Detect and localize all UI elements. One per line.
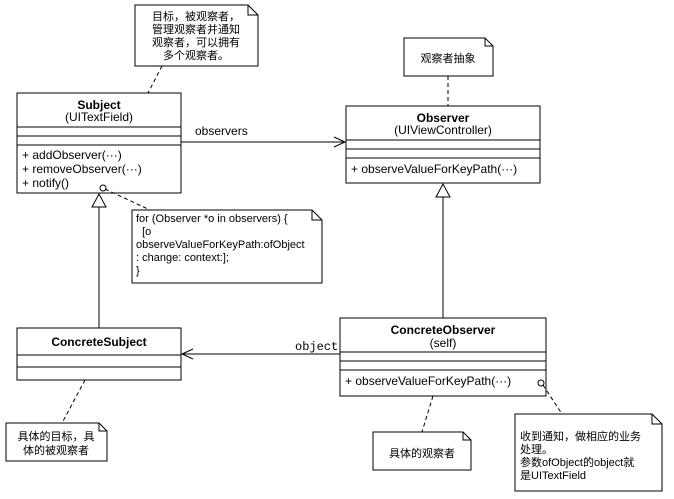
observer-note: 观察者抽象 [403,37,494,77]
concrete-observer-class: ConcreteObserver (self) + observeValueFo… [339,317,547,397]
concrete-observer-box [339,317,547,397]
subject-class: Subject (UITextField) + addObserver(···)… [16,92,182,194]
inheritance-arrow [91,192,107,208]
note-anchor-circle [99,184,107,192]
subject-note-line: 目标，被观察者， [152,9,240,23]
subject-method: + addObserver(···) [22,148,122,162]
subject-note: 目标，被观察者， 管理观察者并通知 观察者，可以拥有 多个观察者。 [134,4,259,67]
object-association: object [180,340,340,360]
notify-note-line: : change: context:]; [136,252,229,264]
subject-note-line: 多个观察者。 [163,48,229,62]
concrete-subject-note-line: 体的被观察者 [23,443,89,457]
subject-note-connector [147,65,163,94]
concrete-subject-class: ConcreteSubject [16,327,182,381]
note-anchor-circle [537,379,545,387]
subject-note-line: 管理观察者并通知 [152,22,240,36]
inheritance-arrow [435,182,451,198]
callback-note: 收到通知，做相应的业务 处理。 参数ofObject的object就 是UITe… [514,413,663,492]
notify-note-line: [o [136,226,151,238]
callback-note-line: 处理。 [520,443,553,456]
notify-note-connector [104,188,151,211]
concrete-observer-stereotype: (self) [430,336,457,350]
observers-label: observers [195,124,248,138]
callback-note-line: 收到通知，做相应的业务 [520,429,641,443]
notify-note-line: observeValueForKeyPath:ofObject [136,239,305,251]
concrete-subject-note-line: 具体的目标，具 [18,429,95,443]
callback-note-line: 是UITextField [520,469,586,482]
observers-association: observers [181,124,347,148]
object-label: object [295,340,338,354]
subject-method: + notify() [22,176,69,190]
subject-note-line: 观察者，可以拥有 [152,35,240,49]
concrete-observer-note-connector [421,395,434,433]
concrete-observer-method: + observeValueForKeyPath(···) [345,374,511,388]
subject-name: Subject [77,98,120,112]
subject-method: + removeObserver(···) [22,162,142,176]
notify-note: for (Observer *o in observers) { [o obse… [131,209,323,284]
concrete-subject-name: ConcreteSubject [51,335,146,349]
callback-note-connector [542,384,563,415]
concrete-subject-note-connector [61,379,86,424]
callback-note-line: 参数ofObject的object就 [520,455,634,469]
observer-name: Observer [417,111,470,125]
observer-method: + observeValueForKeyPath(···) [351,162,517,176]
concrete-observer-name: ConcreteObserver [391,323,496,337]
concrete-observer-note-text: 具体的观察者 [389,446,455,460]
observer-generalization [435,182,451,318]
concrete-observer-note: 具体的观察者 [372,431,472,471]
observer-class: Observer (UIViewController) + observeVal… [345,105,541,184]
notify-note-line: for (Observer *o in observers) { [136,213,288,225]
concrete-subject-note: 具体的目标，具 体的被观察者 [5,422,108,462]
subject-box [16,92,182,194]
observer-note-text: 观察者抽象 [421,51,476,65]
observer-stereotype: (UIViewController) [394,123,492,137]
subject-generalization [91,192,107,328]
notify-note-line: } [136,265,140,277]
observer-box [345,105,541,184]
subject-stereotype: (UITextField) [65,110,133,124]
